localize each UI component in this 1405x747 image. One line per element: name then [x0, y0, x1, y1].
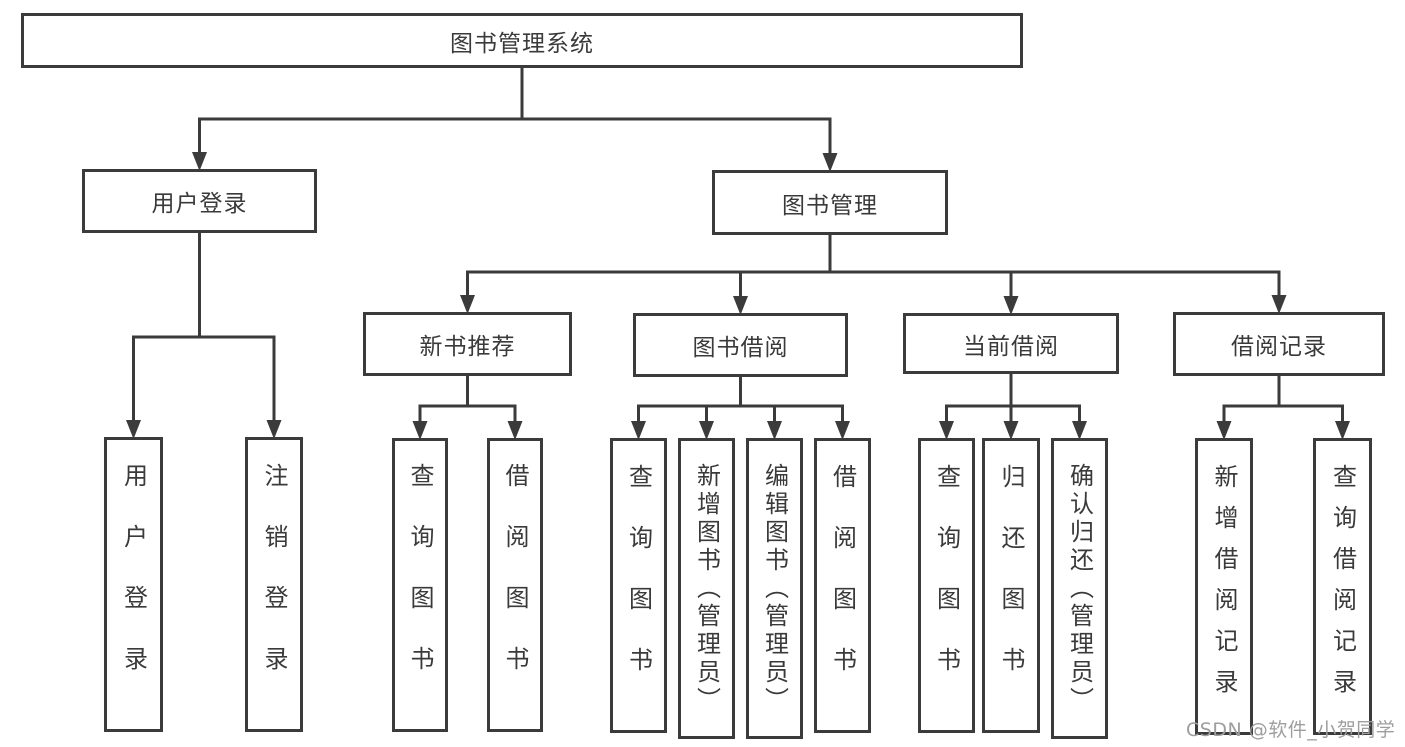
node-query-borrow-record-label: 查询借阅记录: [1328, 463, 1357, 710]
arrowhead-icon: [1335, 421, 1350, 440]
node-add-borrow-record: 新增借阅记录: [1195, 438, 1253, 735]
node-confirm-return-admin: 确认归还（管理员）: [1051, 438, 1108, 739]
node-current-borrowing: 当前借阅: [903, 313, 1119, 374]
node-add-books-admin: 新增图书（管理员）: [678, 438, 735, 739]
node-add-borrow-record-label: 新增借阅记录: [1210, 463, 1238, 710]
arrowhead-icon: [412, 421, 428, 440]
arrowhead-icon: [1216, 421, 1232, 440]
arrowhead-icon: [939, 421, 954, 440]
node-return-books-label: 归还图书: [997, 463, 1025, 708]
node-borrow-books-1-label: 借阅图书: [501, 463, 529, 707]
node-logout-action: 注销登录: [245, 437, 303, 732]
node-confirm-return-admin-label: 确认归还（管理员）: [1065, 462, 1094, 715]
arrowhead-icon: [733, 296, 748, 315]
node-query-borrow-record: 查询借阅记录: [1313, 438, 1372, 735]
node-query-books-3-label: 查询图书: [932, 463, 961, 708]
node-borrow-books-2: 借阅图书: [814, 438, 871, 733]
node-book-management: 图书管理: [712, 170, 948, 235]
arrowhead-icon: [1072, 421, 1087, 440]
node-return-books: 归还图书: [982, 438, 1040, 733]
node-add-books-admin-label: 新增图书（管理员）: [692, 462, 721, 715]
node-edit-books-admin: 编辑图书（管理员）: [746, 438, 803, 739]
arrowhead-icon: [460, 295, 475, 314]
node-borrow-books-1: 借阅图书: [487, 438, 543, 732]
node-user-login: 用户登录: [82, 169, 317, 233]
arrowhead-icon: [266, 420, 282, 439]
arrowhead-icon: [126, 420, 141, 439]
node-user-login-action-label: 用户登录: [119, 462, 148, 707]
node-book-borrowing: 图书借阅: [633, 313, 848, 377]
node-borrow-books-2-label: 借阅图书: [828, 463, 857, 708]
node-library-system: 图书管理系统: [21, 13, 1023, 68]
node-edit-books-admin-label: 编辑图书（管理员）: [760, 462, 789, 715]
node-new-book-recommend: 新书推荐: [363, 312, 572, 376]
arrowhead-icon: [631, 421, 646, 440]
arrowhead-icon: [767, 421, 782, 440]
node-query-books-1: 查询图书: [392, 438, 448, 732]
arrowhead-icon: [192, 152, 207, 171]
watermark: CSDN @软件_小贺同学: [1186, 719, 1396, 741]
arrowhead-icon: [1003, 296, 1019, 315]
node-borrow-records: 借阅记录: [1173, 312, 1385, 376]
arrowhead-icon: [1003, 421, 1019, 440]
node-logout-action-label: 注销登录: [260, 462, 288, 707]
arrowhead-icon: [822, 153, 838, 172]
node-query-books-2-label: 查询图书: [624, 463, 653, 708]
arrowhead-icon: [507, 421, 523, 440]
node-query-books-1-label: 查询图书: [406, 463, 434, 707]
arrowhead-icon: [699, 421, 714, 440]
node-user-login-action: 用户登录: [104, 437, 163, 732]
node-query-books-2: 查询图书: [610, 438, 667, 733]
node-query-books-3: 查询图书: [918, 438, 975, 733]
arrowhead-icon: [835, 421, 850, 440]
arrowhead-icon: [1271, 295, 1287, 314]
